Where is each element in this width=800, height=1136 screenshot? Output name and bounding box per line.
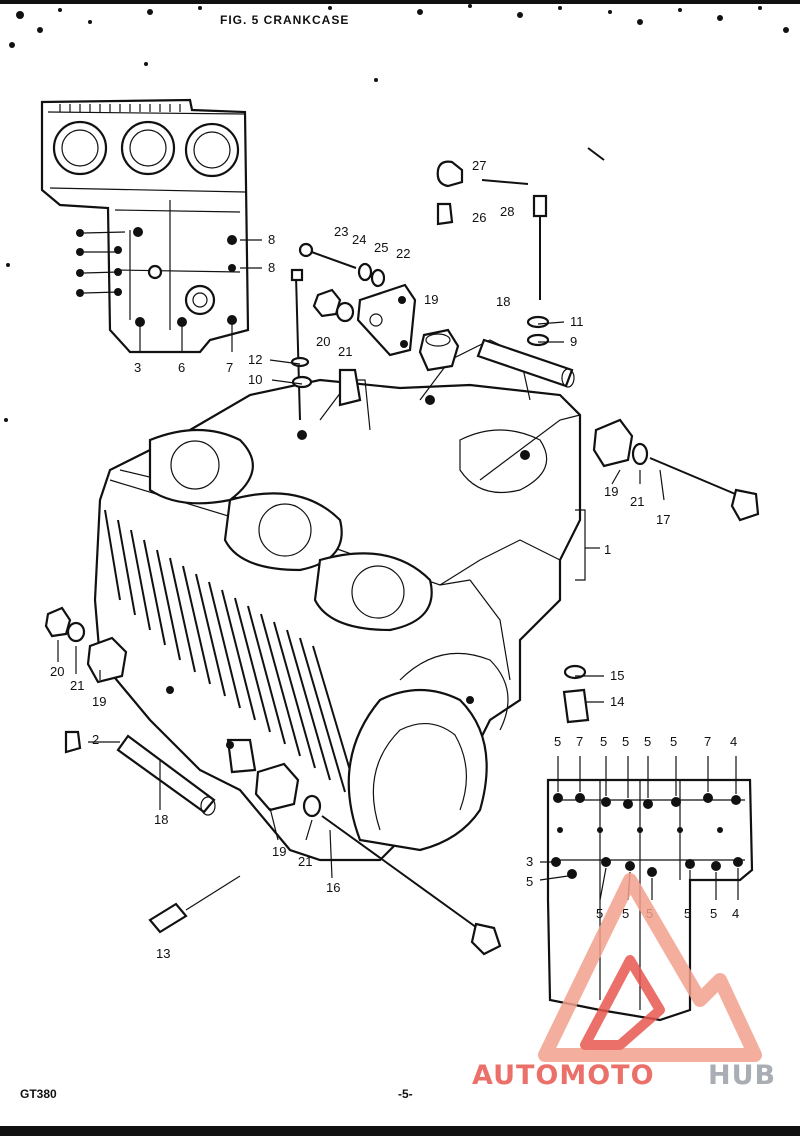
callout-18-top: 18 (496, 294, 510, 309)
callout-15: 15 (610, 668, 624, 683)
callout-inset-3: 3 (134, 360, 141, 375)
callout-28: 28 (500, 204, 514, 219)
callout-br-5e: 5 (670, 734, 677, 749)
callout-20-top: 20 (316, 334, 330, 349)
bottom-right-inset-callouts: 5 7 5 5 5 5 7 4 3 5 5 5 5 5 5 4 (526, 734, 739, 921)
callout-br-5f: 5 (526, 874, 533, 889)
main-leader-lines (57, 321, 665, 879)
footer-model: GT380 (20, 1087, 57, 1101)
callout-23: 23 (334, 224, 348, 239)
callout-11: 11 (570, 314, 584, 329)
callout-13: 13 (156, 946, 170, 961)
callout-br-5d: 5 (644, 734, 651, 749)
callout-inset-8b: 8 (268, 260, 275, 275)
automotohub-watermark: AUTOMOTO HUB (472, 873, 776, 1091)
callout-21-bottom: 21 (298, 854, 312, 869)
callout-17: 17 (656, 512, 670, 527)
callout-25: 25 (374, 240, 388, 255)
callout-12: 12 (248, 352, 262, 367)
callout-27: 27 (472, 158, 486, 173)
callout-br-7b: 7 (704, 734, 711, 749)
crankcase-body (93, 339, 582, 862)
callout-br-5h: 5 (622, 906, 629, 921)
callout-24: 24 (352, 232, 366, 247)
callout-19-top: 19 (424, 292, 438, 307)
callout-inset-6: 6 (178, 360, 185, 375)
callout-br-5j: 5 (684, 906, 691, 921)
callout-14: 14 (610, 694, 624, 709)
callout-16: 16 (326, 880, 340, 895)
inset-cylinder-bores (52, 120, 240, 178)
callout-inset-7: 7 (226, 360, 233, 375)
main-callouts: 27 28 26 23 24 25 22 19 18 11 9 12 10 20… (50, 158, 670, 961)
callout-21-top: 21 (338, 344, 352, 359)
loose-parts (44, 160, 760, 956)
callout-br-5g: 5 (596, 906, 603, 921)
callout-br-5a: 5 (554, 734, 561, 749)
callout-20-left: 20 (50, 664, 64, 679)
callout-19-bottom: 19 (272, 844, 286, 859)
callout-br-3: 3 (526, 854, 533, 869)
callout-br-4b: 4 (732, 906, 739, 921)
callout-18-bottom: 18 (154, 812, 168, 827)
page-title: FIG. 5 CRANKCASE (220, 13, 349, 27)
callout-26: 26 (472, 210, 486, 225)
callout-br-5k: 5 (710, 906, 717, 921)
callout-1: 1 (604, 542, 611, 557)
callout-br-5b: 5 (600, 734, 607, 749)
callout-br-7a: 7 (576, 734, 583, 749)
callout-21-right: 21 (630, 494, 644, 509)
callout-inset-8a: 8 (268, 232, 275, 247)
callout-br-4a: 4 (730, 734, 737, 749)
callout-19-right: 19 (604, 484, 618, 499)
callout-22: 22 (396, 246, 410, 261)
callout-2: 2 (92, 732, 99, 747)
top-left-inset (40, 98, 262, 354)
footer-page-number: -5- (398, 1087, 413, 1101)
watermark-text-part2: HUB (708, 1060, 776, 1091)
callout-21-left: 21 (70, 678, 84, 693)
callout-br-5c: 5 (622, 734, 629, 749)
top-left-inset-callouts: 8 8 8 8 8 8 3 6 7 (76, 229, 275, 375)
callout-19-left: 19 (92, 694, 106, 709)
watermark-text-part1: AUTOMOTO (472, 1060, 655, 1091)
callout-10: 10 (248, 372, 262, 387)
callout-9: 9 (570, 334, 577, 349)
